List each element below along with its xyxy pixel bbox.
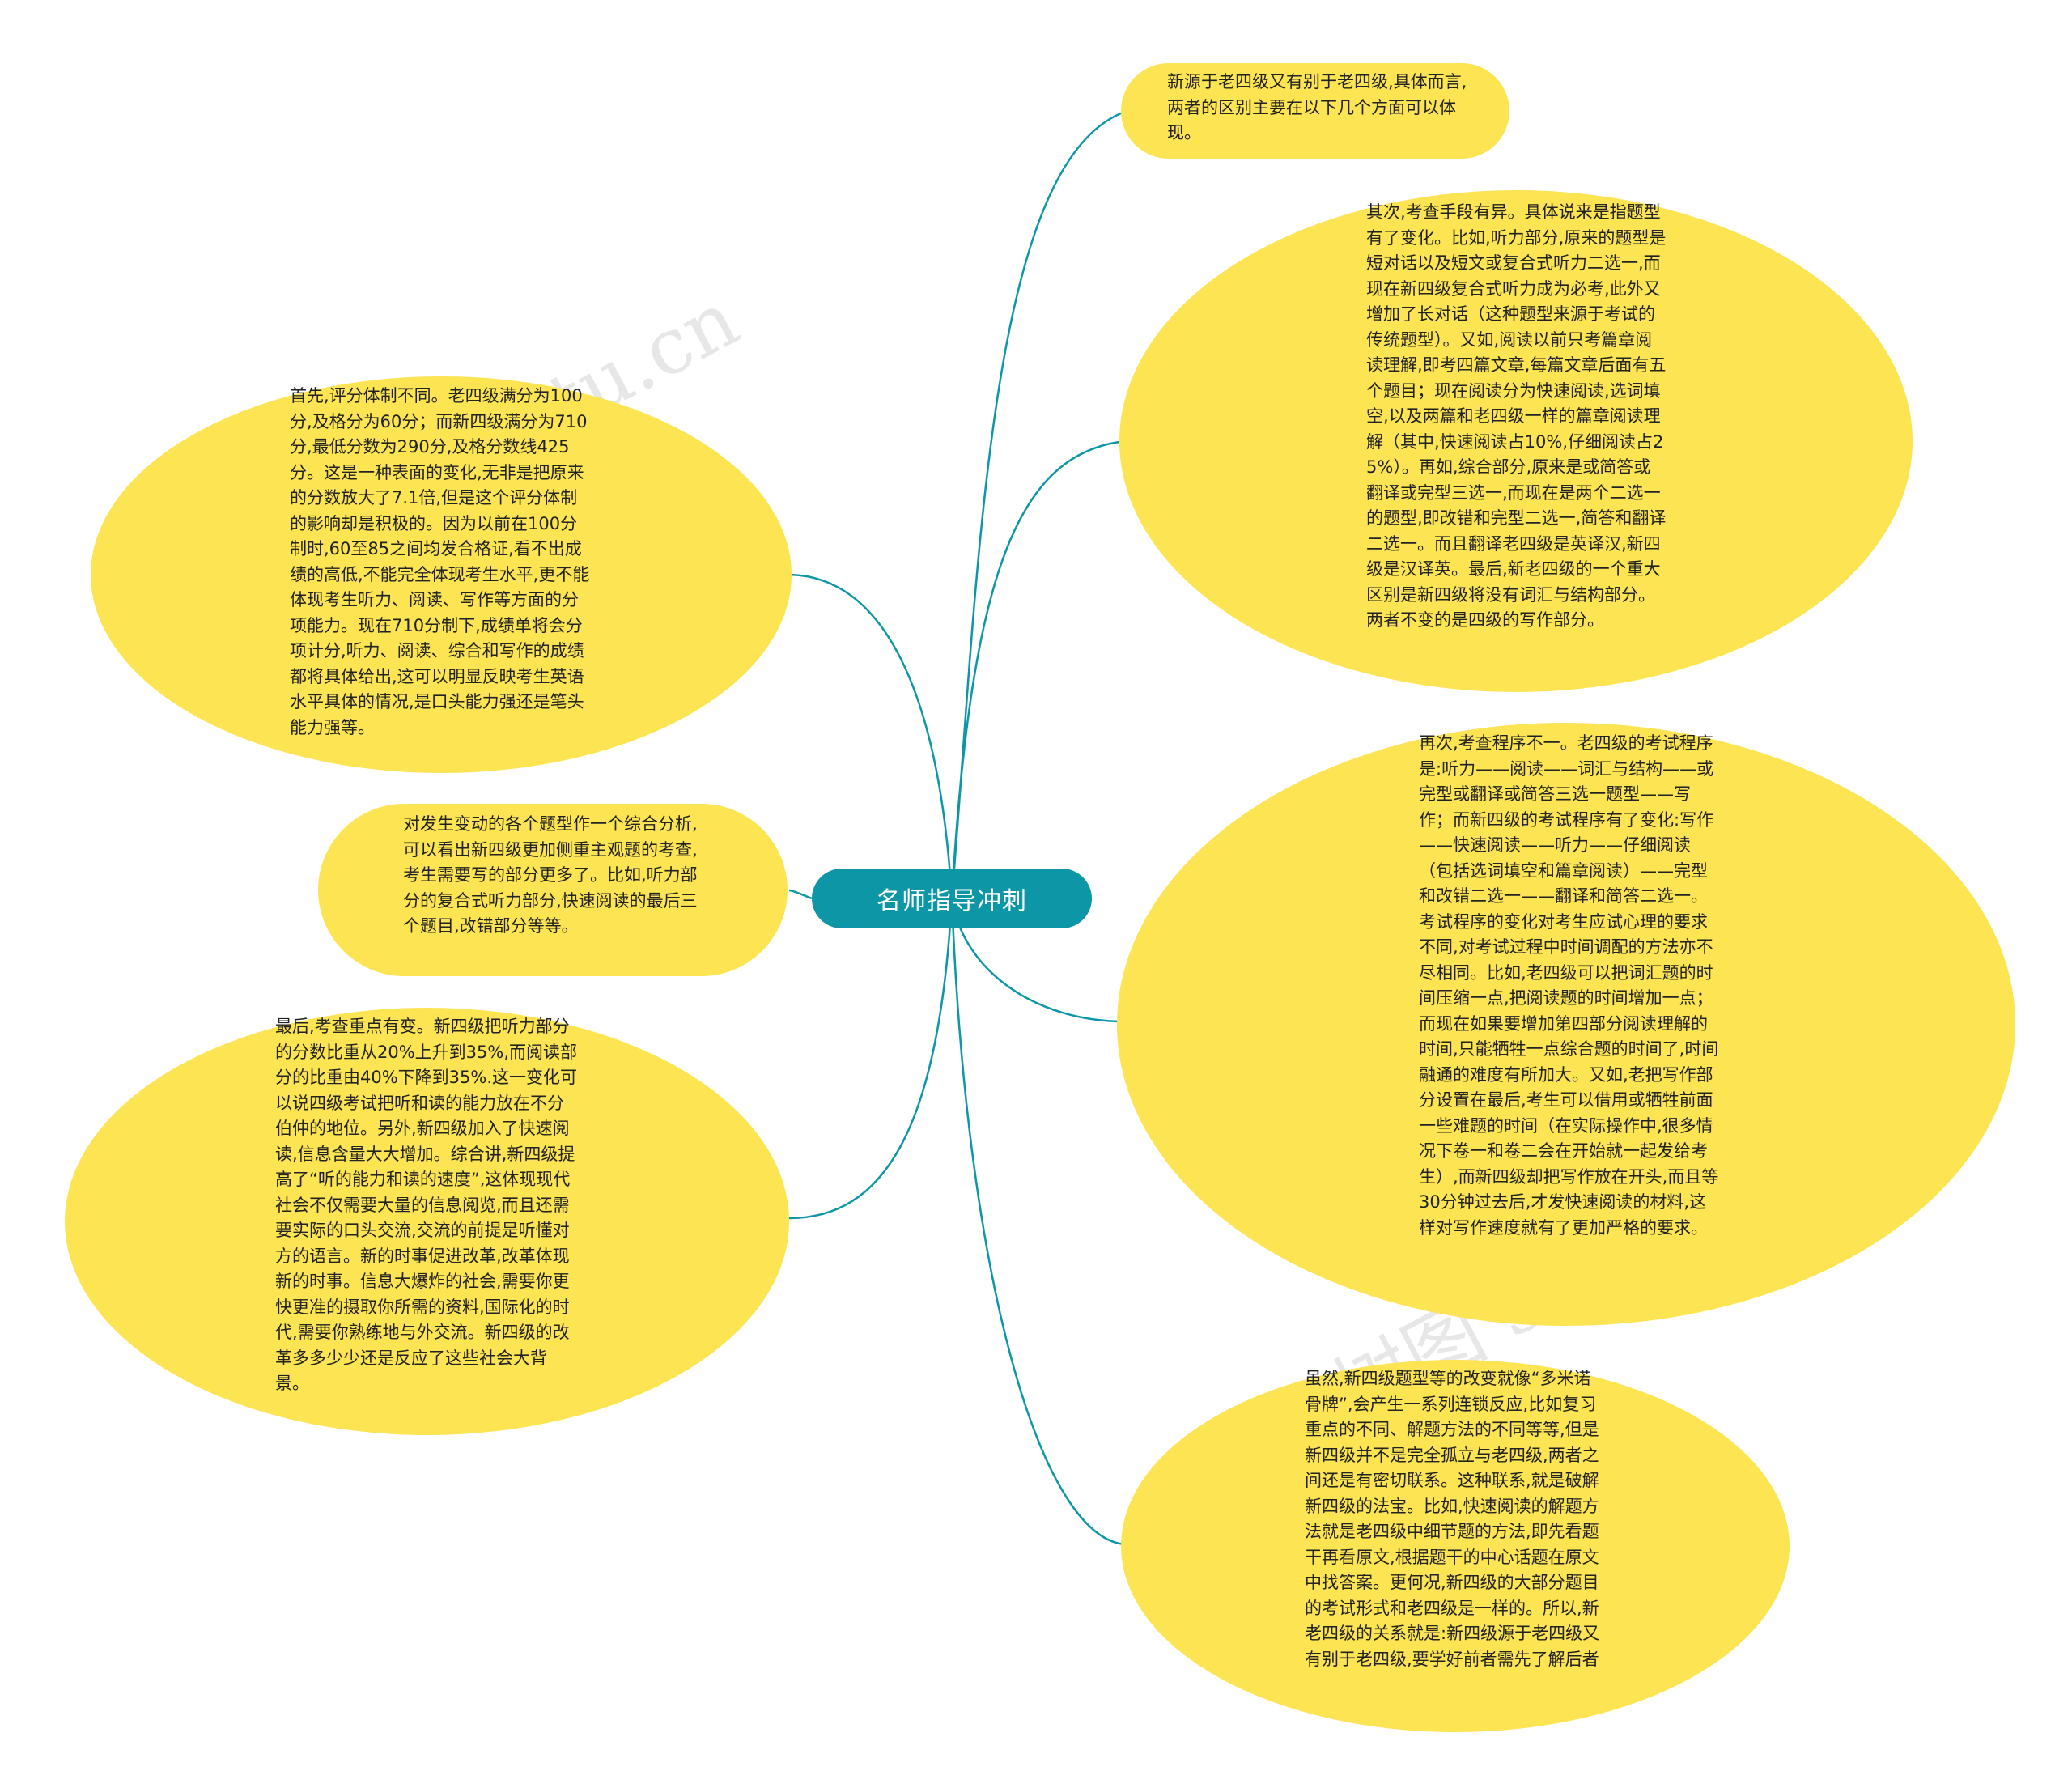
topic-node-test-focus[interactable]: 最后,考查重点有变。新四级把听力部分的分数比重从20%上升到35%,而阅读部分的… <box>65 1008 789 1435</box>
topic-text: 再次,考查程序不一。老四级的考试程序是:听力——阅读——词汇与结构——或完型或翻… <box>1419 733 1719 1238</box>
topic-node-domino-relationship[interactable]: 虽然,新四级题型等的改变就像“多米诺骨牌”,会产生一系列连锁反应,比如复习重点的… <box>1121 1360 1790 1732</box>
connector-r2 <box>950 440 1126 899</box>
central-topic-label: 名师指导冲刺 <box>877 887 1027 915</box>
central-topic[interactable]: 名师指导冲刺 <box>812 869 1092 928</box>
topic-node-test-procedure[interactable]: 再次,考查程序不一。老四级的考试程序是:听力——阅读——词汇与结构——或完型或翻… <box>1117 723 2015 1326</box>
topic-text: 虽然,新四级题型等的改变就像“多米诺骨牌”,会产生一系列连锁反应,比如复习重点的… <box>1305 1369 1600 1669</box>
connector-l2 <box>788 889 813 900</box>
topic-node-intro[interactable]: 新源于老四级又有别于老四级,具体而言,两者的区别主要在以下几个方面可以体现。 <box>1121 63 1509 159</box>
topic-text: 其次,考查手段有异。具体说来是指题型有了变化。比如,听力部分,原来的题型是短对话… <box>1366 202 1667 630</box>
connector-l3 <box>788 898 953 1220</box>
topic-text: 新源于老四级又有别于老四级,具体而言,两者的区别主要在以下几个方面可以体现。 <box>1167 72 1467 142</box>
connector-l1 <box>788 573 953 899</box>
topic-text: 最后,考查重点有变。新四级把听力部分的分数比重从20%上升到35%,而阅读部分的… <box>275 1017 578 1393</box>
topic-node-question-analysis[interactable]: 对发生变动的各个题型作一个综合分析,可以看出新四级更加侧重主观题的考查,考生需要… <box>318 804 788 976</box>
topic-text: 首先,评分体制不同。老四级满分为100分,及格分为60分；而新四级满分为710分… <box>290 386 590 737</box>
connector-r1 <box>950 110 1126 899</box>
topic-node-scoring-system[interactable]: 首先,评分体制不同。老四级满分为100分,及格分为60分；而新四级满分为710分… <box>91 376 792 773</box>
topic-text: 对发生变动的各个题型作一个综合分析,可以看出新四级更加侧重主观题的考查,考生需要… <box>403 814 698 936</box>
topic-node-test-methods[interactable]: 其次,考查手段有异。具体说来是指题型有了变化。比如,听力部分,原来的题型是短对话… <box>1119 190 1913 692</box>
connector-r4 <box>950 898 1126 1546</box>
